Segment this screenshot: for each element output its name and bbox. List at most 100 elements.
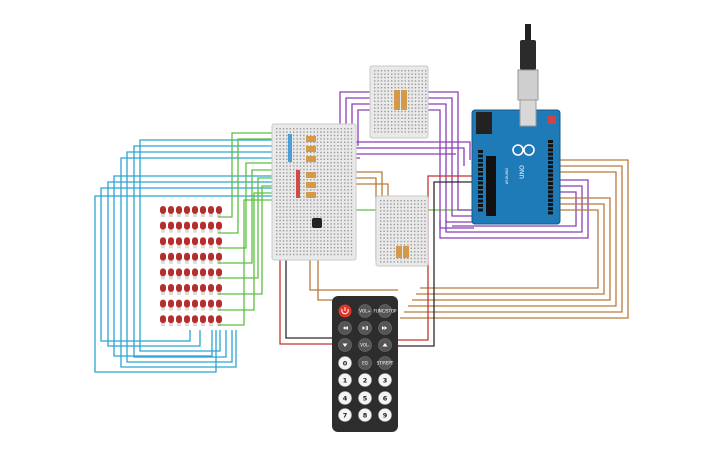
breadboard-hole [303,175,305,177]
breadboard-hole [282,243,285,245]
button-4[interactable]: 4 [338,391,352,405]
breadboard-hole [410,200,412,202]
button-st-rept[interactable]: ST/REPT [377,356,394,370]
breadboard-hole [306,199,308,201]
breadboard-hole [286,206,288,208]
rewind-button[interactable] [338,321,352,335]
button-6[interactable]: 6 [378,391,392,405]
breadboard-hole [279,202,281,205]
breadboard-hole [327,226,329,228]
breadboard-hole [425,124,427,126]
breadboard-hole [344,213,346,215]
button-1[interactable]: 1 [338,373,352,387]
play-pause-button[interactable] [358,321,372,335]
breadboard-hole [350,202,353,205]
breadboard-hole [337,158,339,160]
button-8[interactable]: 8 [358,408,372,422]
breadboard-hole [394,121,396,123]
breadboard-hole [306,168,308,171]
button-func-stop[interactable]: FUNC/STOP [374,304,397,318]
button-7[interactable]: 7 [338,408,352,422]
button-eq[interactable]: EQ [358,356,372,370]
breadboard-hole [411,73,413,75]
breadboard-hole [323,226,325,228]
fast-forward-button[interactable] [378,321,392,335]
breadboard-hole [410,213,412,215]
breadboard-hole [380,114,383,116]
breadboard-hole [282,165,285,167]
breadboard-hole [279,216,281,218]
breadboard-hole [323,185,325,188]
breadboard-hole [313,141,315,143]
led [200,268,206,280]
led [208,252,214,264]
breadboard-hole [374,93,376,96]
breadboard-main [271,123,357,261]
breadboard-hole [350,185,353,188]
breadboard-hole [303,253,305,256]
breadboard-hole [337,185,339,188]
breadboard-small [375,195,429,267]
breadboard-hole [411,107,413,109]
breadboard-hole [421,110,423,113]
breadboard-hole [276,192,278,194]
breadboard-hole [306,165,308,167]
button-9[interactable]: 9 [378,408,392,422]
breadboard-hole [286,158,288,160]
down-arrow-button[interactable] [338,338,352,352]
breadboard-hole [393,213,395,215]
button-vol-[interactable]: VOL- [358,338,372,352]
breadboard-hole [333,199,336,201]
breadboard-hole [347,182,349,184]
button-5[interactable]: 5 [358,391,372,405]
breadboard-hole [393,234,395,236]
breadboard-hole [303,226,305,228]
breadboard-hole [410,254,412,256]
breadboard-hole [340,236,342,239]
breadboard-hole [347,199,349,201]
breadboard-hole [390,247,392,249]
header-pin [548,198,553,202]
button-vol-[interactable]: VOL+ [358,304,372,318]
breadboard-hole [313,189,315,191]
button-0[interactable]: 0 [338,356,352,370]
led [200,206,206,217]
breadboard-hole [374,124,376,126]
breadboard-hole [425,127,427,130]
breadboard-hole [380,87,383,89]
breadboard-hole [347,213,349,215]
breadboard-hole [386,213,389,215]
button-3[interactable]: 3 [378,373,392,387]
breadboard-hole [330,202,332,205]
reset-button[interactable] [548,116,556,124]
up-arrow-button[interactable] [378,338,392,352]
breadboard-hole [299,206,302,208]
breadboard-hole [333,148,336,150]
breadboard-hole [411,121,413,123]
breadboard-hole [397,203,399,205]
breadboard-hole [276,182,278,184]
breadboard-hole [414,257,416,260]
power-button[interactable] [338,304,352,318]
breadboard-hole [417,220,419,222]
breadboard-hole [333,243,336,245]
button-2[interactable]: 2 [358,373,372,387]
breadboard-hole [337,206,339,208]
breadboard-hole [347,250,349,252]
breadboard-hole [380,121,383,123]
breadboard-hole [420,247,423,249]
breadboard-hole [320,158,322,160]
breadboard-hole [316,148,319,150]
breadboard-hole [289,175,291,177]
breadboard-hole [417,210,419,212]
breadboard-hole [293,189,295,191]
breadboard-hole [390,200,392,202]
breadboard-hole [394,80,396,82]
breadboard-hole [410,203,412,205]
breadboard-hole [323,243,325,245]
led [176,268,182,280]
breadboard-hole [320,185,322,188]
breadboard-hole [403,227,406,229]
breadboard-hole [347,253,349,256]
header-pin [478,168,483,171]
